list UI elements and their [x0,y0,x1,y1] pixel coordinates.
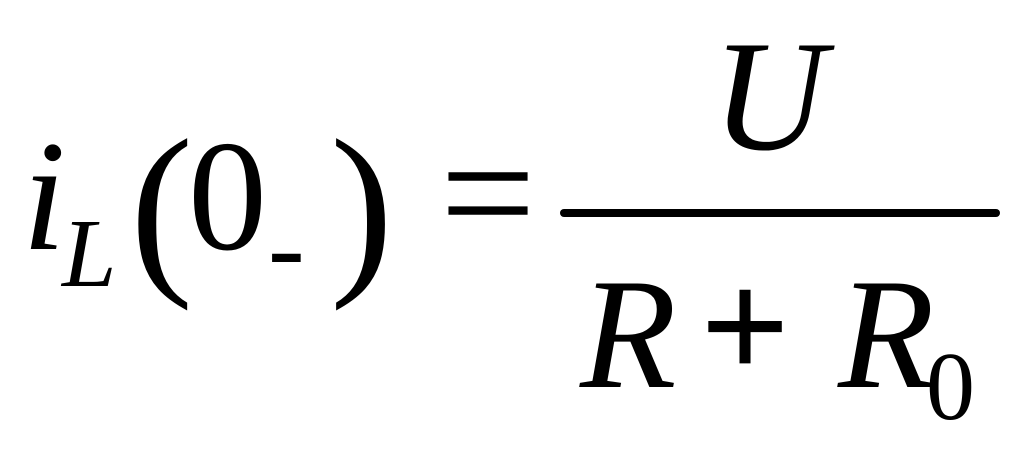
open-parenthesis: ( [130,102,194,312]
denominator-term-r0-subscript: 0 [926,333,975,441]
time-argument: 0 [188,109,267,284]
denominator-term-r: R [580,247,677,422]
denominator-term-r0: R [838,247,935,422]
close-parenthesis: ) [330,102,394,312]
fraction-numerator: U [712,9,827,184]
current-symbol: i [22,109,66,284]
plus-sign: + [700,239,791,414]
fraction-bar [560,209,1000,217]
equals-sign: = [440,99,536,287]
current-subscript: L [62,200,117,308]
time-argument-subscript: - [268,186,305,308]
